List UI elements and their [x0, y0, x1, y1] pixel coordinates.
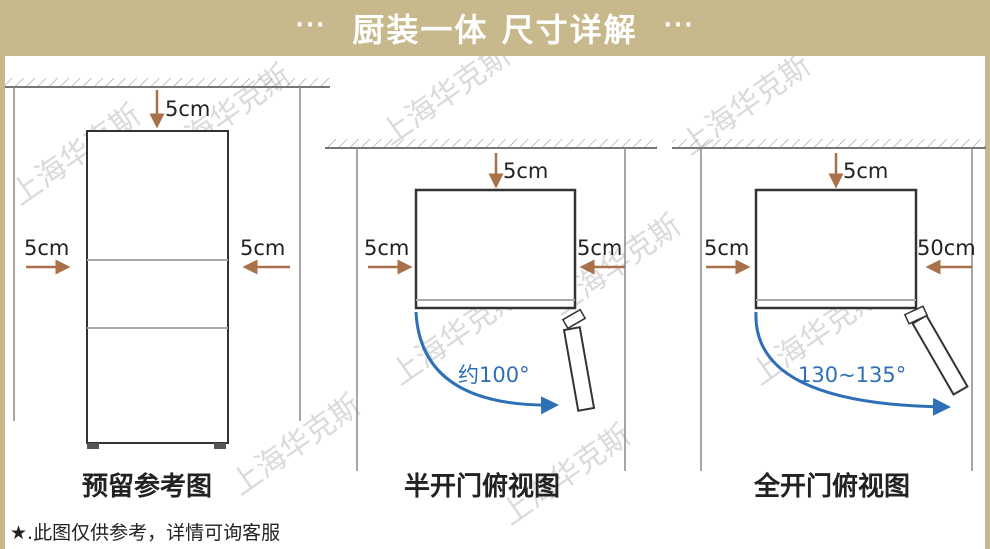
fridge-body [414, 188, 577, 310]
top-gap-label: 5cm [165, 97, 210, 121]
caption-reserve-view: 预留参考图 [82, 472, 213, 502]
fridge-body [86, 130, 229, 444]
diagram-reserve-front-view: 5cm 5cm 5cm [5, 78, 330, 449]
left-gap-label: 5cm [704, 236, 749, 260]
right-gap-label: 5cm [577, 236, 622, 260]
open-door-panel [911, 314, 969, 396]
watermark-4: 上海华克斯 [375, 56, 518, 153]
diagrams-canvas: 上海华克斯 上海华克斯 上海华克斯 上海华克斯 上海华克斯 上海华克斯 上海华克… [5, 56, 986, 533]
left-gap-label: 5cm [364, 236, 409, 260]
header-bar [0, 0, 990, 56]
watermark-8: 上海华克斯 [225, 388, 368, 503]
caption-full-open-view: 全开门俯视图 [754, 472, 911, 502]
ceiling-hatch [5, 78, 330, 87]
left-gap-label: 5cm [24, 236, 69, 260]
ceiling-hatch [672, 139, 986, 148]
swing-angle-label: 130~135° [798, 363, 906, 387]
right-border [985, 56, 990, 549]
diagram-half-open-top-view: 约100° 5cm 5cm 5cm [325, 139, 657, 471]
door-hinge [561, 308, 587, 330]
caption-half-open-view: 半开门俯视图 [404, 472, 561, 502]
page-title: 厨装一体 尺寸详解 [352, 11, 638, 49]
right-gap-label: 50cm [917, 236, 976, 260]
fridge-body [754, 188, 918, 310]
right-gap-label: 5cm [240, 236, 285, 260]
left-border [0, 56, 5, 549]
door-hinge [903, 305, 929, 325]
header-right-dots: ··· [663, 12, 695, 38]
open-door-panel [562, 326, 596, 412]
footnote: ★.此图仅供参考，详情可询客服 [10, 522, 281, 544]
fridge-foot-right [214, 443, 226, 449]
fridge-foot-left [87, 443, 99, 449]
swing-angle-label: 约100° [458, 363, 530, 387]
swing-arc [754, 311, 951, 416]
header-title-group: ··· 厨装一体 尺寸详解 ··· [0, 0, 990, 56]
swing-arc [414, 311, 559, 415]
top-gap-label: 5cm [503, 159, 548, 183]
top-gap-label: 5cm [843, 159, 888, 183]
diagram-full-open-top-view: 130~135° 5cm 5cm 50cm [672, 139, 986, 471]
header-left-dots: ··· [295, 12, 327, 38]
ceiling-hatch [325, 139, 657, 148]
